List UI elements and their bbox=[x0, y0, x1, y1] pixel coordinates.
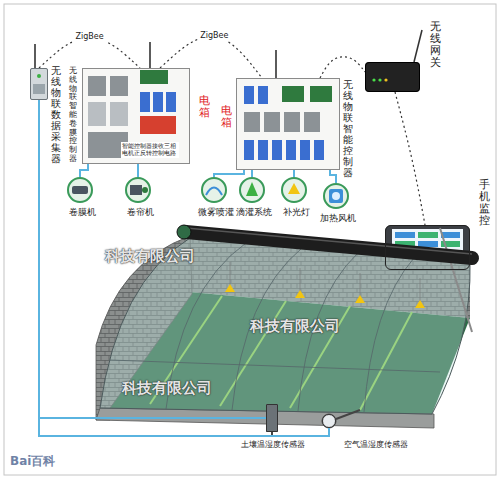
equipment-icon: 卷膜机 bbox=[67, 177, 93, 203]
watermark: 科技有限公司 bbox=[122, 380, 212, 397]
equipment-icon: 加热风机 bbox=[323, 183, 349, 209]
cable-line bbox=[330, 170, 336, 183]
equipment-label: 微雾喷灌 bbox=[198, 208, 234, 217]
cable-line bbox=[293, 170, 295, 177]
controller-label: 无线物联智能卷膜控制器 bbox=[69, 67, 77, 164]
equipment-icon: 微雾喷灌 bbox=[201, 177, 227, 203]
cabinet-label: 电箱 bbox=[221, 105, 232, 129]
wireless-link bbox=[39, 37, 140, 68]
equipment-label: 卷帘机 bbox=[127, 208, 154, 218]
soil-sensor bbox=[266, 404, 278, 432]
frame bbox=[4, 4, 496, 475]
wireless-link bbox=[320, 57, 365, 78]
collector-device: 无线物联数据采集器 bbox=[30, 68, 48, 100]
cabinet-components bbox=[244, 86, 332, 160]
cabinet-panel bbox=[82, 68, 190, 164]
soil-sensor: 土壤温湿度传感器 bbox=[266, 404, 278, 432]
wireless-link bbox=[160, 36, 262, 78]
equipment-icon: 滴灌系统 bbox=[239, 177, 265, 203]
watermark: 科技有限公司 bbox=[105, 248, 195, 265]
controller-label: 无线物联智能控制器 bbox=[343, 79, 353, 178]
equipment-icon: 补光灯 bbox=[281, 177, 307, 203]
device-label: 无线物联数据采集器 bbox=[51, 65, 61, 164]
cable-line bbox=[80, 164, 88, 177]
cabinet-note: 智能控制器接收三相电机正反转控制电路 bbox=[121, 142, 179, 158]
collector-device bbox=[30, 68, 48, 100]
air-sensor: 空气温湿度传感器 bbox=[322, 414, 336, 428]
control-cabinet: 电箱无线物联智能控制器 bbox=[236, 78, 340, 170]
device-label: 手机监控 bbox=[479, 179, 490, 227]
cabinet-panel bbox=[236, 78, 340, 170]
watermark: 科技有限公司 bbox=[250, 318, 340, 335]
link-label: ZigBee bbox=[73, 33, 105, 42]
link-label: ZigBee bbox=[198, 32, 230, 41]
equipment-icons bbox=[67, 177, 349, 209]
sensor-label: 土壤温湿度传感器 bbox=[241, 441, 305, 450]
equipment-label: 卷膜机 bbox=[69, 208, 96, 218]
wireless-link bbox=[395, 92, 425, 225]
equipment-label: 补光灯 bbox=[283, 208, 310, 218]
cable-line bbox=[137, 164, 139, 177]
equipment-label: 加热风机 bbox=[320, 214, 356, 224]
control-cabinet: 无线物联智能卷膜控制器智能控制器接收三相电机正反转控制电路电箱 bbox=[82, 68, 190, 164]
cabinet-label: 电箱 bbox=[199, 95, 210, 119]
gateway-device bbox=[365, 62, 420, 92]
phone-device: 手机监控 bbox=[385, 225, 470, 270]
cable-line bbox=[214, 170, 244, 177]
air-sensor bbox=[322, 414, 336, 428]
cable-line bbox=[251, 170, 253, 177]
equipment-label: 滴灌系统 bbox=[236, 208, 272, 217]
device-label: 无线网关 bbox=[430, 21, 441, 69]
gateway-device: 无线网关 bbox=[365, 62, 420, 92]
greenhouse bbox=[96, 225, 472, 428]
sensor-label: 空气温湿度传感器 bbox=[344, 441, 408, 450]
watermark: Bai百科 bbox=[10, 455, 55, 468]
equipment-icon: 卷帘机 bbox=[125, 177, 151, 203]
